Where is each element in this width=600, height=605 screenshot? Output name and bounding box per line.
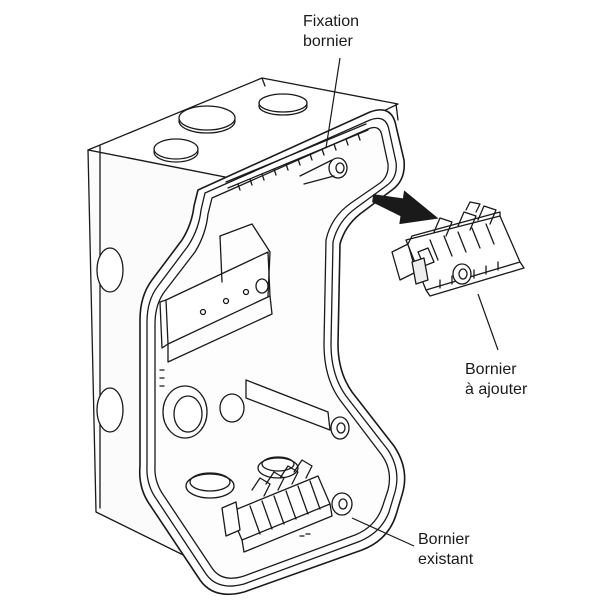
top-knockouts bbox=[153, 93, 308, 163]
label-line: à ajouter bbox=[465, 381, 528, 398]
insert-arrow bbox=[372, 190, 439, 225]
fixation-bornier-label: Fixation bornier bbox=[303, 12, 359, 52]
leader-fixation bbox=[325, 57, 341, 149]
leader-lines bbox=[325, 57, 499, 547]
label-line: Bornier bbox=[418, 531, 470, 548]
label-line: existant bbox=[418, 551, 474, 568]
label-line: bornier bbox=[303, 33, 353, 50]
existing-terminal-block bbox=[185, 456, 353, 553]
bornier-existant-label: Bornier existant bbox=[418, 530, 473, 570]
bornier-a-ajouter-label: Bornier à ajouter bbox=[465, 360, 527, 400]
leader-ajouter bbox=[477, 293, 499, 351]
label-line: Bornier bbox=[465, 361, 517, 378]
inner-glands bbox=[159, 369, 350, 440]
fixation-strip bbox=[225, 123, 369, 191]
side-knockouts bbox=[96, 247, 124, 433]
din-rail bbox=[159, 223, 273, 363]
leader-existant bbox=[351, 517, 415, 547]
new-terminal-block bbox=[391, 201, 525, 297]
label-line: Fixation bbox=[303, 13, 360, 30]
